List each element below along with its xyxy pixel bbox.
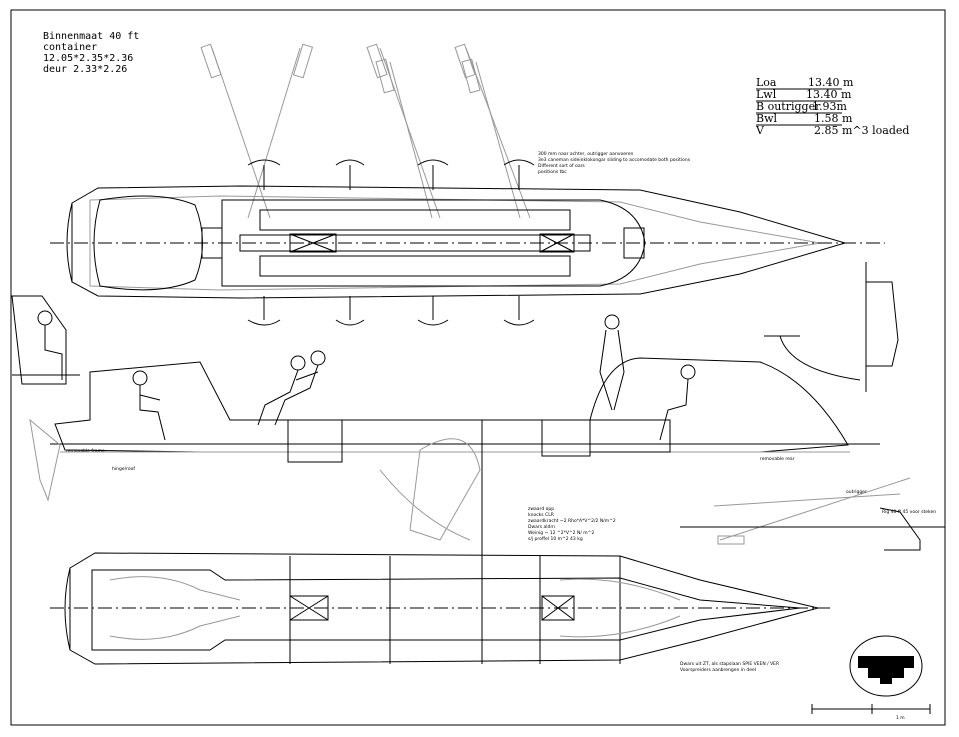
side-elevation: removable frame hinge/roof removable rea… [11,295,880,541]
section-icon [849,635,923,697]
title-line-2: container [43,42,97,53]
mid-note-4: Dwars aldrn [528,524,555,530]
title-line-3: 12.05*2.35*2.36 [43,53,133,64]
mid-notes: zwaard opp knocks CLR zwaardkracht ~2 Rh… [528,506,616,542]
spec-label-0: Loa [756,76,777,89]
scale-label: 1 m [896,715,905,721]
right-note: Rig 40 ft 45 voor steken [882,509,936,515]
top-note-1: 300 mm naar achter, outrigger aanvoeren [538,151,633,157]
title-line-4: deur 2.33*2.26 [43,64,127,75]
removable-rear-label: removable rear [760,456,795,462]
mid-note-1: zwaard opp [528,506,554,512]
drawing-border [10,9,946,726]
plan-view-top [50,43,885,326]
spec-table: Loa 13.40 m Lwl 13.40 m B outrigger 1.93… [755,76,909,137]
title-line-1: Binnenmaat 40 ft [43,31,139,42]
bottom-note-1: Dwars uit ZT, als stapslaan SPIE VEEN / … [680,661,779,667]
bottom-note-2: Voorspreiders aanbrengen in deel [680,667,756,673]
spec-value-2: 1.93m [812,100,847,113]
top-note-2: 3e3 caneman sideinklokongar sliding to a… [538,157,691,163]
spec-label-4: V [755,124,765,137]
scale-bar: 1 m [811,704,931,721]
removable-frame-label: removable frame [66,448,105,454]
hinge-label: hinge/roof [112,466,135,472]
outrigger-label: outrigger [846,489,867,495]
spec-value-4: 2.85 m^3 loaded [814,124,909,137]
mid-note-5: Weinig ~ 12 ^2*V^2 N/ m^2 [528,530,594,536]
mid-note-2: knocks CLR [528,512,554,518]
top-note-4: positions tbc [538,169,567,175]
top-note-3: Different sort of oars [538,163,585,169]
spec-label-1: Lwl [756,88,777,101]
mid-note-3: zwaardkracht ~2 Rho*A*V^2/2 N/m^2 [528,518,616,524]
title-block: Binnenmaat 40 ft container 12.05*2.35*2.… [43,31,139,75]
plan-view-bottom: Dwars uit ZT, als stapslaan SPIE VEEN / … [50,420,830,673]
spec-value-1: 13.40 m [806,88,852,101]
spec-label-2: B outrigger [756,100,821,113]
spec-label-3: Bwl [756,112,777,125]
right-details: outrigger Rig 40 ft 45 voor steken [680,262,945,551]
spec-value-3: 1.58 m [814,112,853,125]
spec-value-0: 13.40 m [808,76,854,89]
top-notes: 300 mm naar achter, outrigger aanvoeren … [538,151,691,175]
mid-note-6: s/j proffel 10 m^2 43 kg [528,536,583,542]
